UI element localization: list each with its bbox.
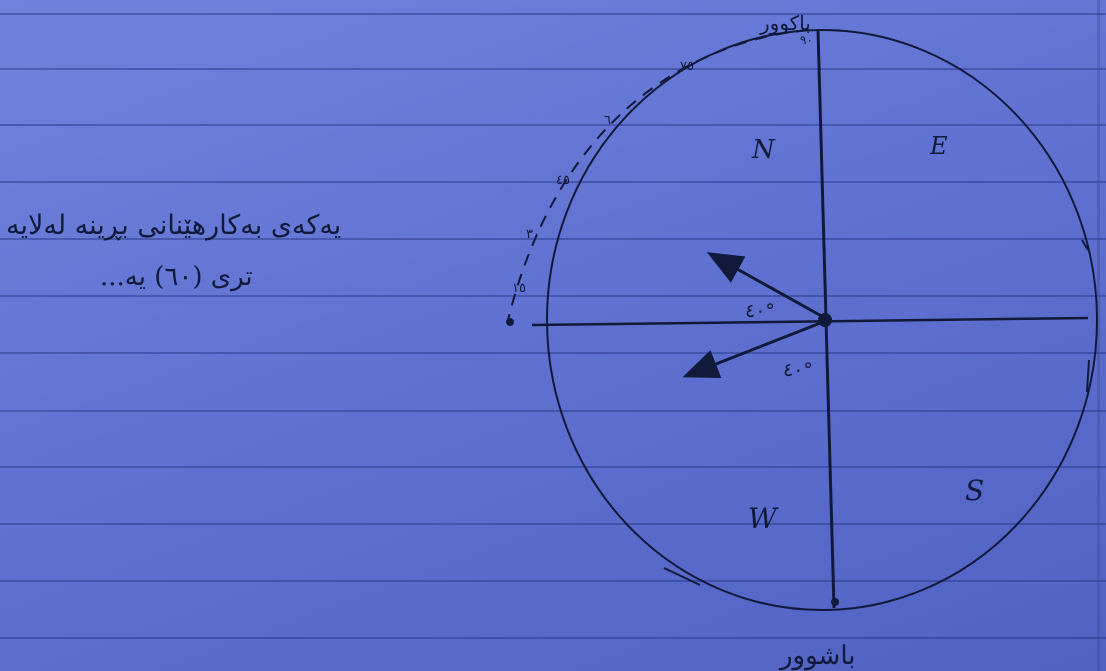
ruled-line — [0, 68, 1106, 70]
ruled-line — [0, 238, 1106, 240]
south-label: باشوور — [778, 641, 856, 671]
arc-tick-label: ٤٥ — [556, 173, 570, 188]
arc-tick-label: ٩٠ — [800, 33, 813, 47]
arc-tick-label: ٦٠ — [604, 113, 618, 128]
ruled-line — [0, 580, 1106, 582]
circle-mark — [663, 567, 701, 586]
page-edge — [1097, 0, 1100, 671]
ruled-line — [0, 181, 1106, 183]
arc-tick-label: ١٥ — [512, 281, 526, 296]
note-line-1: یەکەی بەکارهێنانی بڕینە لەلایە — [6, 210, 342, 241]
ruled-line — [0, 352, 1106, 354]
north-label: باکوور — [759, 11, 811, 35]
lower-arrow — [682, 320, 824, 378]
circle-mark — [1086, 359, 1090, 393]
bottom-marker-dot — [831, 598, 839, 606]
ruled-line — [0, 124, 1106, 126]
horizontal-axis — [531, 316, 1089, 327]
quadrant-label-e: E — [929, 132, 948, 160]
left-marker-dot — [506, 318, 514, 326]
ruled-line — [0, 410, 1106, 412]
compass-circle — [546, 29, 1098, 611]
ruled-line — [0, 295, 1106, 297]
ruled-line — [0, 13, 1106, 15]
upper-arrow-angle-label: ٤٠° — [745, 300, 775, 322]
ruled-line — [0, 523, 1106, 525]
circle-mark — [1081, 239, 1089, 251]
dashed-arc — [507, 29, 809, 321]
quadrant-label-n: N — [751, 135, 776, 165]
lower-arrow-angle-label: ٤٠° — [783, 359, 813, 381]
arc-tick-label: ٧٥ — [680, 59, 694, 74]
ruled-line — [0, 466, 1106, 468]
quadrant-label-w: W — [748, 502, 779, 535]
note-line-2: تری (٦٠) یە... — [100, 262, 253, 292]
ruled-line — [0, 637, 1106, 639]
arc-tick-label: ٣٠ — [526, 227, 540, 242]
upper-arrow — [706, 252, 826, 320]
quadrant-label-s: S — [965, 474, 984, 507]
